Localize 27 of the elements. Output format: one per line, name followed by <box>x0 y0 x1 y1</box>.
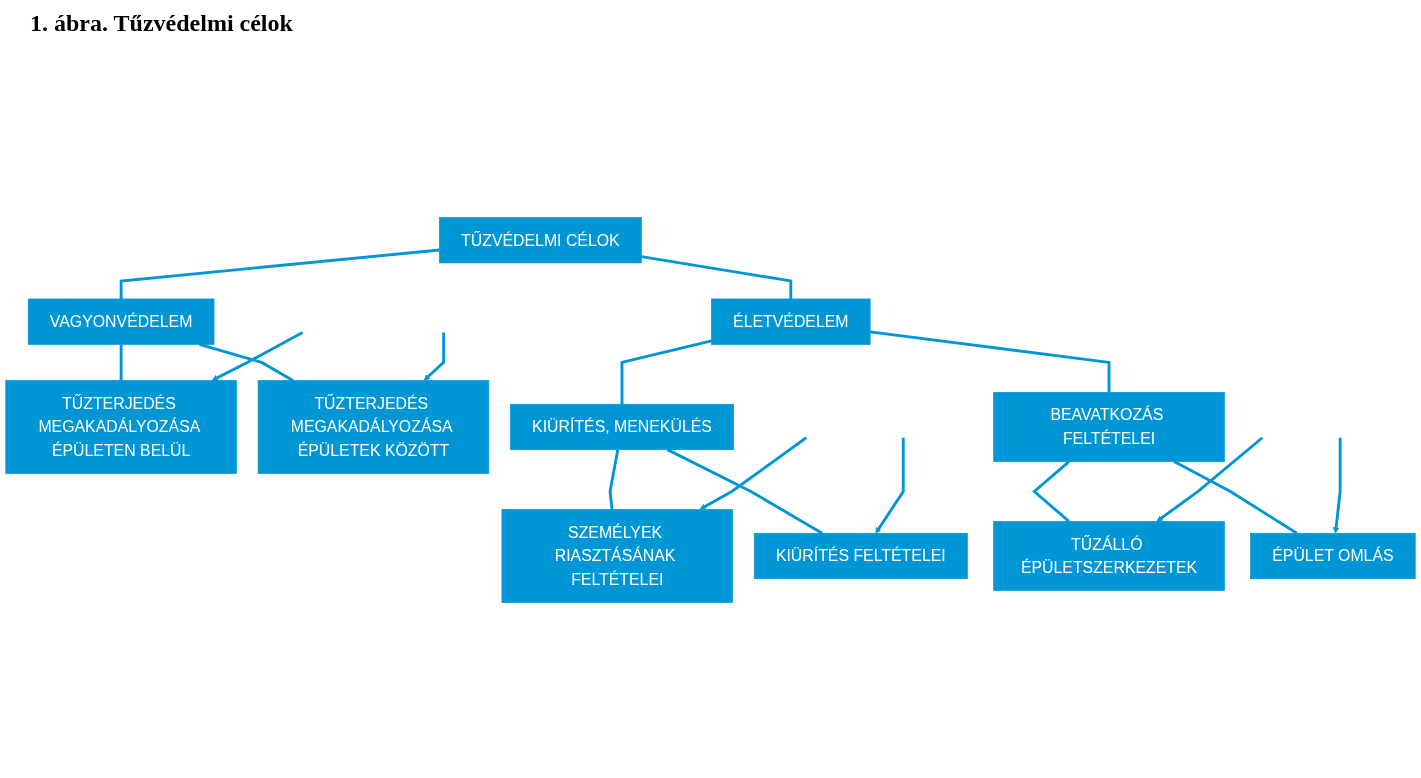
node-box: TŰZTERJEDÉS MEGAKADÁLYOZÁSA ÉPÜLETEK KÖZÖTT <box>257 380 490 474</box>
node-box: VAGYONVÉDELEM <box>27 298 215 345</box>
node-box: TŰZTERJEDÉS MEGAKADÁLYOZÁSA ÉPÜLETEN BELÜL <box>5 380 237 474</box>
node-box: SZEMÉLYEK RIASZTÁSÁNAK FELTÉTELEI <box>501 509 733 603</box>
connector <box>119 248 440 299</box>
connector <box>1173 460 1298 535</box>
node-box: KIÜRÍTÉS, MENEKÜLÉS <box>510 403 734 450</box>
connector <box>608 449 620 510</box>
node-box: KIÜRÍTÉS FELTÉTELEI <box>753 532 968 580</box>
node-box: BEAVATKOZÁS FELTÉTELEI <box>993 391 1225 462</box>
connector <box>199 343 294 382</box>
connector <box>641 255 793 299</box>
arrow <box>423 332 446 381</box>
node-box: TŰZÁLLÓ ÉPÜLETSZERKEZETEK <box>993 521 1225 591</box>
arrow <box>875 437 905 534</box>
arrow <box>1156 436 1264 522</box>
connector <box>620 339 712 405</box>
arrow <box>699 436 807 510</box>
node-box: ÉLETVÉDELEM <box>711 298 871 345</box>
connector <box>870 330 1111 393</box>
node-box: TŰZVÉDELMI CÉLOK <box>439 217 642 264</box>
node-box: ÉPÜLET OMLÁS <box>1250 532 1416 580</box>
connector <box>119 344 123 381</box>
arrow <box>211 331 304 381</box>
figure-title: 1. ábra. Tűzvédelmi célok <box>30 10 293 37</box>
arrow <box>1332 437 1342 534</box>
connector <box>666 448 823 535</box>
